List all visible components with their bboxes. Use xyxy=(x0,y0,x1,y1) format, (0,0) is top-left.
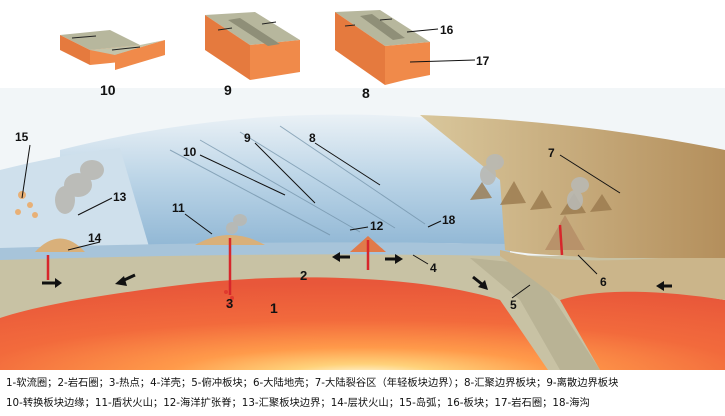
label-10-top: 10 xyxy=(100,82,116,98)
label-9: 9 xyxy=(244,131,251,145)
ocean xyxy=(60,114,510,250)
legend-line-1: 1-软流圈；2-岩石圈；3-热点；4-洋壳；5-俯冲板块；6-大陆地壳；7-大陆… xyxy=(6,377,619,389)
label-7: 7 xyxy=(548,146,555,160)
transform-boundary-block xyxy=(60,30,165,70)
label-11: 11 xyxy=(172,201,185,215)
label-2: 2 xyxy=(300,268,307,283)
smoke-plumes xyxy=(55,154,589,234)
label-14: 14 xyxy=(88,231,102,245)
label-15: 15 xyxy=(15,130,29,144)
magma-conduits xyxy=(46,224,564,295)
label-3: 3 xyxy=(226,296,233,311)
label-9-top: 9 xyxy=(224,82,232,98)
continental-volcano xyxy=(545,215,585,250)
leader-lines xyxy=(21,142,621,299)
ridge-lines xyxy=(169,125,426,236)
subducting-plate xyxy=(470,258,600,370)
label-17: 17 xyxy=(476,54,490,68)
label-5: 5 xyxy=(510,298,517,312)
divergent-boundary-block xyxy=(205,12,300,80)
legend-line-2: 10-转换板块边缘；11-盾状火山；12-海洋扩张脊；13-汇聚板块边界；14-… xyxy=(6,397,590,409)
ocean-floor xyxy=(0,242,510,260)
label-13: 13 xyxy=(113,190,127,204)
convergent-boundary-block xyxy=(335,10,476,85)
label-16: 16 xyxy=(440,23,454,37)
label-18: 18 xyxy=(442,213,456,227)
label-8: 8 xyxy=(309,131,316,145)
label-10: 10 xyxy=(183,145,197,159)
label-12: 12 xyxy=(370,219,384,233)
label-4: 4 xyxy=(430,261,437,275)
legend: 1-软流圈；2-岩石圈；3-热点；4-洋壳；5-俯冲板块；6-大陆地壳；7-大陆… xyxy=(6,373,721,413)
label-1: 1 xyxy=(270,300,278,316)
label-6: 6 xyxy=(600,275,607,289)
motion-arrows xyxy=(42,252,672,291)
hotspot-plume xyxy=(224,290,234,307)
label-8-top: 8 xyxy=(362,85,370,101)
